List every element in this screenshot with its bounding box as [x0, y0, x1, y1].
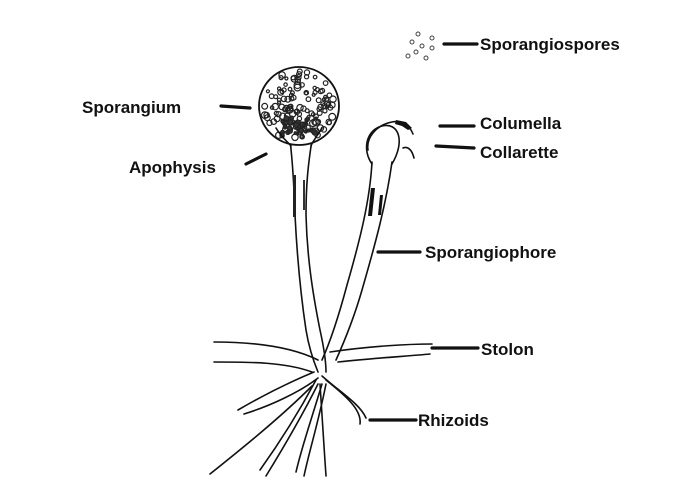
sporangium-spore	[290, 74, 299, 83]
leader-lines	[219, 42, 480, 422]
sporangium-spore	[296, 68, 303, 75]
sporangium-spore	[323, 96, 330, 103]
sporangium-spore	[293, 81, 302, 90]
sporangium-spore	[304, 108, 310, 114]
sporangium-spore	[317, 103, 324, 111]
leader-apophysis	[244, 152, 268, 166]
sporangium-spore	[280, 95, 288, 103]
sporangium-spore	[303, 89, 310, 96]
label-sporangium: Sporangium	[82, 98, 181, 117]
leader-collarette	[434, 144, 476, 150]
rhizoids	[209, 371, 367, 477]
leader-sporangium	[219, 104, 252, 110]
sporangium-spore-dark	[314, 116, 318, 121]
sporangium-spore	[273, 115, 281, 123]
sporangium-spore	[283, 82, 288, 87]
sporangium-spore	[271, 102, 280, 111]
sporangium-spore	[321, 102, 328, 109]
sporangium-spore	[266, 119, 273, 127]
sporangium-spore	[312, 85, 318, 91]
sporangium-spore-dark	[309, 128, 314, 132]
label-columella: Columella	[480, 114, 562, 133]
sporangiophore-right	[321, 161, 393, 361]
label-apophysis: Apophysis	[129, 158, 216, 177]
sporangium-spore	[303, 73, 310, 80]
sporangium-spore-dark	[305, 116, 311, 122]
label-sporangiospores: Sporangiospores	[480, 35, 620, 54]
sporangium-spore	[268, 93, 275, 100]
sporangium-spore-dark	[293, 121, 300, 129]
sporangium-spore	[284, 95, 292, 103]
label-stolon: Stolon	[481, 340, 534, 359]
sporangium-spore-dark	[304, 122, 309, 126]
sporangium-spore	[294, 76, 302, 84]
sporangium-spore	[312, 89, 318, 96]
apophysis	[275, 127, 323, 147]
label-sporangiophore: Sporangiophore	[425, 243, 556, 262]
labels: Sporangiospores Sporangium Columella Col…	[82, 35, 620, 430]
sporangium-spore	[328, 112, 337, 121]
sporangium	[258, 66, 340, 146]
sporangium-spore	[296, 103, 304, 112]
sporangium-spore	[309, 119, 317, 128]
sporangium-spore	[293, 108, 299, 114]
collarette	[367, 120, 415, 159]
sporangium-spore	[296, 71, 303, 78]
sporangium-spore	[316, 109, 323, 116]
sporangium-spore	[288, 95, 295, 102]
sporangium-spore	[289, 90, 295, 96]
sporangium-spore	[328, 101, 336, 109]
sporangium-spore	[282, 106, 289, 113]
sporangiophore-left	[289, 139, 327, 373]
sporangium-spore-dark	[286, 125, 293, 132]
stolon	[213, 341, 433, 373]
sporangium-spore	[326, 119, 332, 126]
sporangium-spore	[278, 71, 286, 79]
sporangium-spore	[315, 97, 322, 104]
sporangium-spore-dark	[293, 131, 298, 136]
sporangium-spore	[277, 100, 282, 105]
sporangium-spore-dark	[283, 119, 289, 126]
sporangium-spore	[322, 80, 329, 86]
sporangiospore-cluster	[405, 31, 435, 61]
sporangium-spore	[287, 86, 293, 92]
label-collarette: Collarette	[480, 143, 558, 162]
sporangium-spore	[319, 87, 326, 94]
sporangium-spore-dark	[283, 115, 290, 122]
sporangium-spore-dark	[299, 121, 305, 128]
sporangium-spore-dark	[298, 127, 305, 134]
label-rhizoids: Rhizoids	[418, 411, 489, 430]
sporangium-spore	[326, 92, 333, 99]
columella	[365, 124, 401, 165]
sporangium-spore	[284, 76, 289, 81]
sporangium-spore	[285, 105, 294, 114]
sporangium-spore	[265, 89, 270, 94]
sporangium-spore	[323, 94, 328, 100]
sporangium-spore	[305, 96, 312, 103]
sporangium-spore	[299, 134, 305, 140]
sporangium-spore-dark	[303, 129, 308, 134]
sporangium-spore	[261, 102, 269, 110]
sporangium-spore	[312, 74, 318, 80]
sporangium-spore	[281, 87, 287, 93]
sporangium-spore-dark	[283, 125, 287, 129]
sporangium-spore	[276, 86, 282, 91]
